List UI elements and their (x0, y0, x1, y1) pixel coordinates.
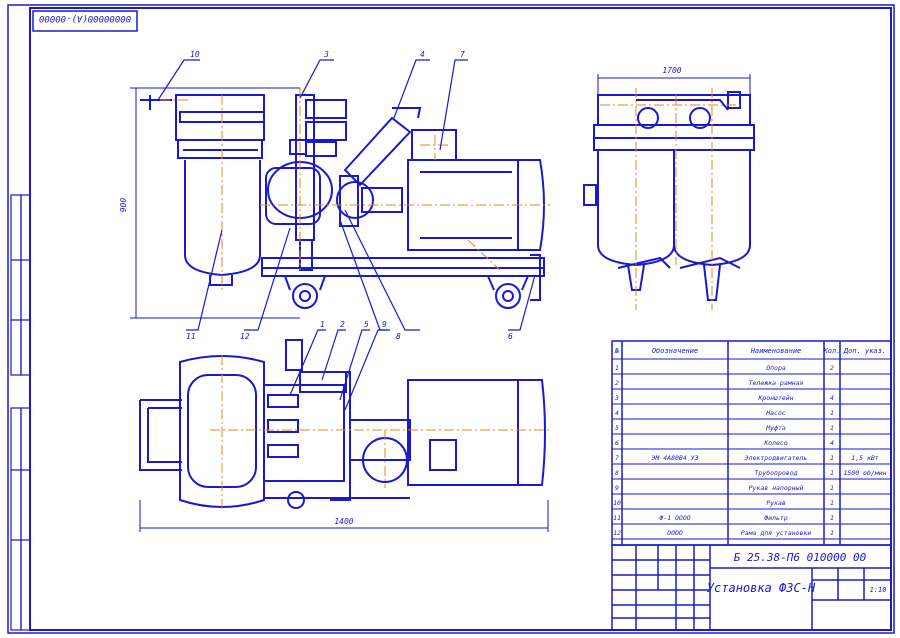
spec-cell: 8 (615, 469, 619, 477)
spec-cell: 1 (830, 409, 834, 417)
side-view-axes (600, 88, 740, 310)
spec-cell: Кронштейн (757, 394, 793, 402)
sheet-scale: 1:10 (870, 586, 887, 594)
spec-cell: 1500 об/мин (843, 469, 886, 477)
spec-cell: Электродвигатель (745, 454, 808, 462)
callout-7: 7 (460, 50, 465, 59)
plan-view (139, 339, 546, 509)
spec-cell: 1,5 кВт (851, 454, 878, 462)
spec-cell: Насос (765, 409, 786, 417)
dim-height: 900 (119, 198, 128, 213)
spec-cell: ОООО (667, 529, 683, 537)
spec-header-cell: Наименование (750, 347, 802, 355)
spec-cell: 9 (615, 484, 619, 492)
spec-cell: ЭМ 4А80В4 УЗ (652, 454, 699, 462)
plan-leaders (289, 329, 388, 411)
callout-9: 9 (382, 320, 387, 329)
spec-cell: 1 (830, 484, 834, 492)
spec-cell: 12 (613, 529, 621, 537)
spec-cell: 1 (830, 514, 834, 522)
callout-5: 5 (364, 320, 369, 329)
spec-cell: 4 (830, 394, 834, 402)
spec-cell: 1 (830, 469, 834, 477)
dim-top-width: 1700 (662, 66, 681, 75)
doc-code-text: 00000000(А)-00000 (39, 13, 131, 23)
spec-cell: Ф-1 ОООО (659, 514, 690, 522)
callout-2: 2 (340, 320, 345, 329)
callout-4: 4 (420, 50, 425, 59)
spec-cell: Муфта (765, 424, 786, 432)
spec-cell: 4 (615, 409, 619, 417)
front-view-dimensions (130, 87, 300, 319)
callout-1: 1 (320, 320, 325, 329)
spec-cell: 1 (830, 454, 834, 462)
spec-cell: 1 (830, 529, 834, 537)
callout-8: 8 (396, 332, 401, 341)
spec-header-cell: Доп. указ. (843, 347, 886, 355)
spec-cell: Опора (766, 364, 786, 372)
callout-10: 10 (190, 50, 200, 59)
front-view (140, 94, 545, 309)
spec-cell: 3 (614, 394, 619, 402)
spec-cell: 1 (830, 424, 834, 432)
callout-3: 3 (323, 50, 329, 59)
drawing-title: Установка ФЗС-Н (707, 581, 816, 595)
spec-cell: 10 (613, 499, 621, 507)
stamp-code: Б 25.38-П6 010000 00 (734, 551, 867, 564)
callout-6: 6 (508, 332, 513, 341)
spec-cell: 6 (615, 439, 619, 447)
spec-header-cell: Обозначение (652, 347, 698, 355)
spec-cell: 7 (615, 454, 619, 462)
plan-callouts: 1 2 5 9 (320, 320, 387, 329)
side-view-dimension (597, 74, 751, 95)
spec-cell: 11 (613, 514, 621, 522)
spec-cell: 2 (830, 364, 834, 372)
spec-cell: Рукав (766, 499, 786, 507)
spec-cell: Рама для установки (741, 529, 812, 537)
callout-11: 11 (186, 332, 196, 341)
front-callouts: 10 3 4 7 11 12 8 6 (186, 50, 513, 341)
spec-cell: 1 (830, 499, 834, 507)
callout-12: 12 (240, 332, 250, 341)
spec-cell: 4 (830, 439, 834, 447)
left-margin-strip (10, 194, 31, 631)
spec-cell: Трубопровод (754, 469, 797, 477)
spec-cell: 1 (615, 364, 619, 372)
spec-header-cell: Кол. (823, 347, 841, 355)
spec-header-cell: № (614, 347, 620, 355)
plan-view-dimension (139, 500, 549, 532)
spec-cell: 5 (615, 424, 619, 432)
dim-bottom-width: 1400 (334, 517, 353, 526)
front-view-axes (160, 88, 550, 290)
doc-code-box (32, 10, 138, 32)
spec-cell: Фильтр (764, 514, 788, 522)
spec-cell: Рукав напорный (749, 484, 804, 492)
spec-cell: Колесо (763, 439, 788, 447)
side-view (583, 91, 755, 301)
title-block (611, 544, 892, 631)
spec-cell: Тележка рамная (749, 379, 804, 387)
outer-frame (7, 4, 895, 634)
spec-cell: 2 (615, 379, 619, 387)
plan-view-axes (210, 355, 550, 510)
